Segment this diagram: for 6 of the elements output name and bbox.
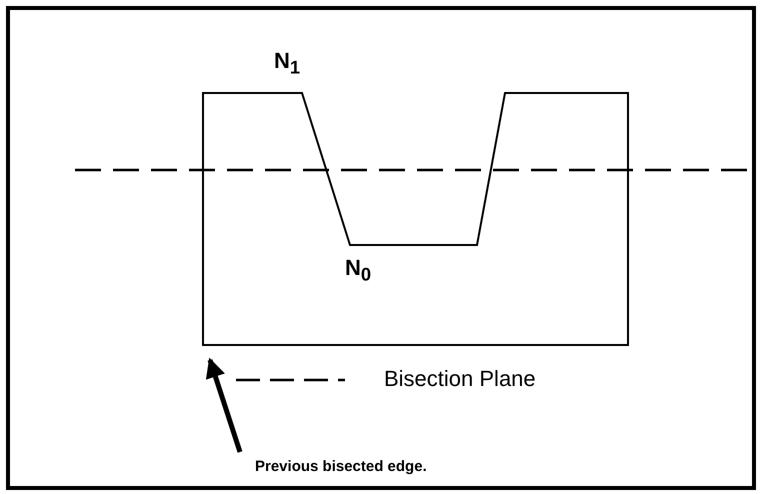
- arrow: [206, 358, 242, 453]
- caption-text: Previous bisected edge.: [255, 458, 427, 475]
- legend-text: Bisection Plane: [384, 366, 536, 392]
- polygon-outline: [202, 92, 629, 346]
- vertex-label: N$_{0}$: [345, 255, 372, 286]
- vertex-label: N$_{1}$: [274, 48, 300, 78]
